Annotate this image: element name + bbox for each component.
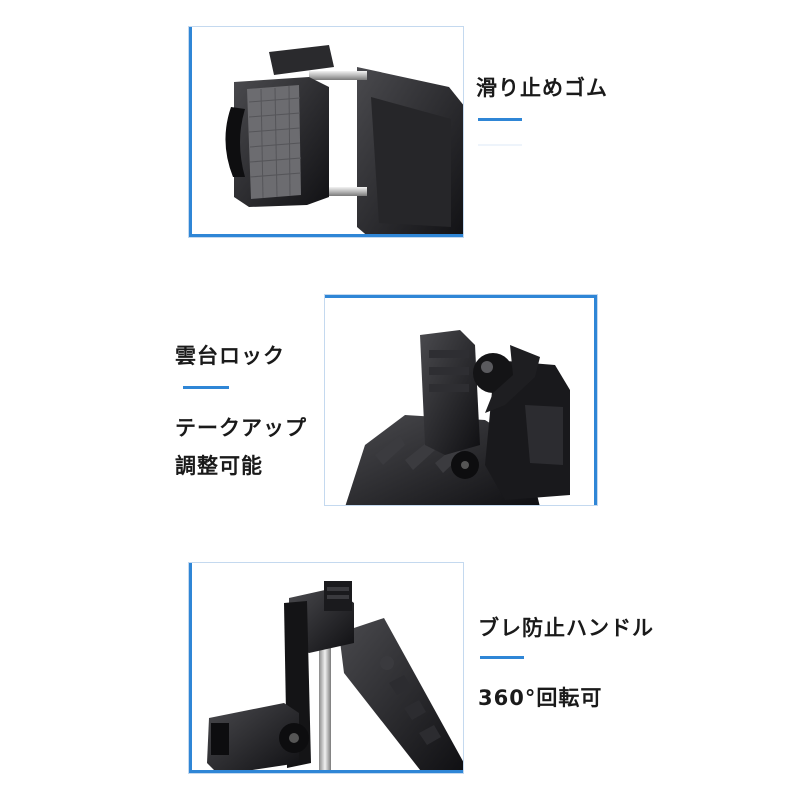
caption-anti-shake-handle: ブレ防止ハンドル [478,616,654,640]
gimbal-head-lock-image [345,330,570,505]
caption-accent-line [183,386,229,389]
handle-panel [188,562,464,774]
caption-accent-line [478,118,522,121]
panel-frame-right [594,295,597,505]
gimbal-lock-panel [324,294,598,506]
panel-frame-left [189,27,192,237]
panel-frame-bottom [189,234,463,237]
caption-accent-line [480,656,524,659]
caption-faint-line [478,144,522,146]
caption-360-rotation: 360°回転可 [478,686,603,710]
phone-clamp-panel [188,26,464,238]
handle-and-mount-image [207,581,463,773]
panel-frame-top [325,295,597,298]
panel-frame-left [189,563,192,773]
panel-frame-bottom [189,770,463,773]
caption-anti-slip-rubber: 滑り止めゴム [476,76,608,100]
caption-adjustable: 調整可能 [175,454,263,478]
phone-clamp-image [225,45,463,237]
caption-gimbal-lock: 雲台ロック [175,344,285,368]
caption-take-up: テークアップ [175,416,307,440]
